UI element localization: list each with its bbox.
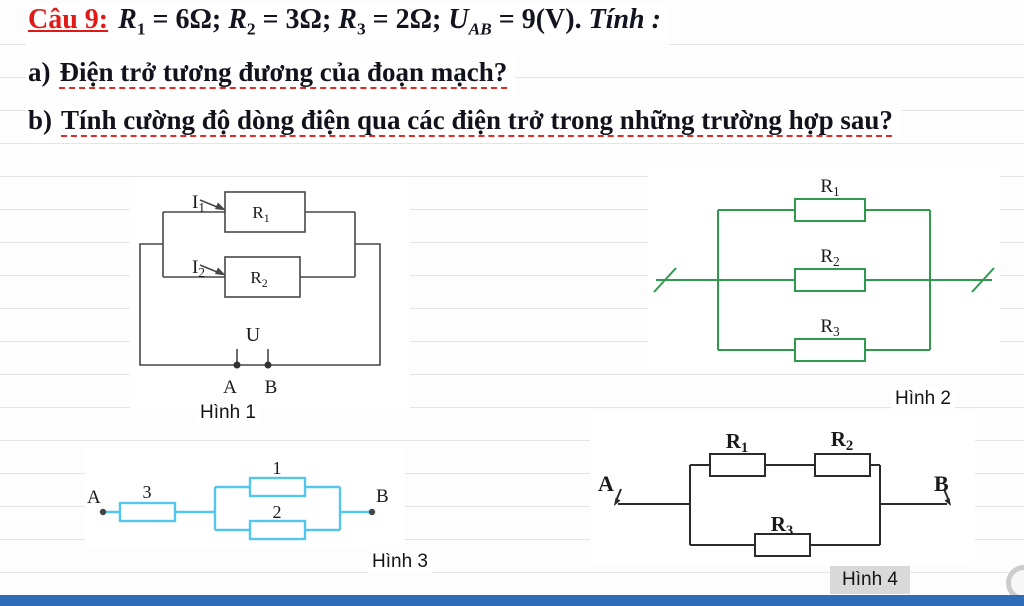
resistor-box-r2 — [224, 256, 301, 298]
current-arrowhead-i1 — [215, 202, 226, 211]
terminal-b-dot — [264, 361, 272, 369]
resistor-label-1: 1 — [273, 458, 282, 478]
resistor-label-r1: R1 — [820, 176, 839, 199]
resistor-label-r1: R1 — [252, 203, 269, 225]
resistor-box-r3 — [794, 338, 866, 362]
circuit-hinh-1: I1 I2 R1 R2 U A B — [139, 191, 381, 398]
voltage-label-u: U — [246, 324, 261, 346]
label-sub: 2 — [262, 276, 268, 290]
label-sub: 2 — [846, 438, 853, 454]
label-sub: 1 — [833, 184, 840, 199]
label-sub: 1 — [264, 211, 270, 225]
wires — [103, 485, 372, 532]
part-a-label: a) — [28, 57, 51, 87]
part-b-line: b) Tính cường độ dòng điện qua các điện t… — [26, 105, 901, 143]
current-label-i1: I1 — [192, 192, 205, 215]
terminal-a-dot — [99, 508, 107, 516]
wires — [656, 209, 992, 351]
label-base: R — [820, 246, 833, 267]
terminal-label-a: A — [223, 377, 237, 398]
label-sub: 1 — [198, 200, 205, 215]
current-arrowhead-i2 — [215, 267, 226, 276]
resistor-box-2 — [248, 519, 307, 541]
resistor-box-r1 — [224, 191, 306, 233]
question-number: Câu 9: — [28, 4, 109, 35]
resistor-box-r1 — [794, 198, 866, 222]
figure-1-container: I1 I2 R1 R2 U A B — [130, 178, 410, 410]
given-values: R1 = 6Ω; R2 = 3Ω; R3 = 2Ω; UAB = 9(V). T… — [118, 4, 661, 39]
circuit-hinh-4: A B R1 R2 R3 — [598, 427, 951, 557]
figure-2-caption: Hình 2 — [891, 388, 955, 410]
label-base: R — [820, 316, 833, 337]
left-terminal-slash — [653, 267, 677, 293]
part-b-text: Tính cường độ dòng điện qua các điện trở… — [61, 105, 893, 135]
resistor-label-2: 2 — [273, 502, 282, 522]
resistor-label-3: 3 — [143, 482, 152, 502]
circuit-hinh-2: R1 R2 R3 — [653, 176, 995, 362]
terminal-label-b: B — [934, 471, 949, 496]
resistor-label-r2: R2 — [831, 427, 854, 454]
terminal-label-a: A — [87, 487, 101, 508]
label-base: R — [820, 176, 833, 197]
terminal-a-arrowhead — [614, 498, 621, 506]
part-a-line: a) Điện trở tương đương của đoạn mạch? — [26, 57, 516, 95]
terminal-label-b: B — [265, 377, 278, 398]
terminal-b-dot — [368, 508, 376, 516]
part-a-text: Điện trở tương đương của đoạn mạch? — [59, 57, 508, 87]
wires — [618, 464, 947, 546]
terminal-b-arrowhead — [944, 498, 951, 506]
resistor-box-r2 — [794, 268, 866, 292]
resistor-box-r3 — [754, 533, 811, 557]
problem-statement: Câu 9: R1 = 6Ω; R2 = 3Ω; R3 = 2Ω; UAB = 9… — [26, 4, 669, 47]
label-sub: 2 — [198, 265, 205, 280]
figure-4-container: A B R1 R2 R3 — [590, 413, 975, 565]
right-terminal-slash — [971, 267, 995, 293]
label-base: R — [831, 427, 847, 451]
resistor-box-r2 — [814, 453, 871, 477]
terminal-label-a: A — [598, 471, 614, 496]
label-base: R — [250, 268, 262, 287]
resistor-label-r3: R3 — [820, 316, 840, 339]
label-base: R — [252, 203, 264, 222]
resistor-label-r2: R2 — [250, 268, 267, 290]
figure-3-container: A B 3 1 2 — [85, 448, 405, 548]
label-base: R — [726, 429, 742, 453]
terminal-a-dot — [233, 361, 241, 369]
label-sub: 2 — [833, 254, 840, 269]
resistor-box-3 — [118, 501, 177, 523]
terminal-label-b: B — [376, 486, 389, 507]
bottom-bar — [0, 595, 1024, 606]
label-base: I — [192, 192, 198, 213]
label-sub: 3 — [786, 523, 793, 539]
label-sub: 3 — [833, 324, 840, 339]
wires — [139, 211, 381, 366]
resistor-box-1 — [248, 476, 307, 498]
figure-4-caption: Hình 4 — [830, 566, 910, 594]
resistor-label-r2: R2 — [820, 246, 839, 269]
resistor-label-r3: R3 — [771, 512, 794, 539]
label-sub: 1 — [741, 440, 748, 456]
label-base: I — [192, 257, 198, 278]
figure-3-caption: Hình 3 — [368, 551, 432, 573]
circuit-hinh-3: A B 3 1 2 — [87, 458, 389, 541]
figure-1-caption: Hình 1 — [196, 402, 260, 424]
figure-2-container: R1 R2 R3 — [648, 168, 1000, 368]
part-b-label: b) — [28, 105, 53, 135]
label-base: R — [771, 512, 787, 536]
resistor-box-r1 — [709, 453, 766, 477]
current-label-i2: I2 — [192, 257, 205, 280]
resistor-label-r1: R1 — [726, 429, 749, 456]
